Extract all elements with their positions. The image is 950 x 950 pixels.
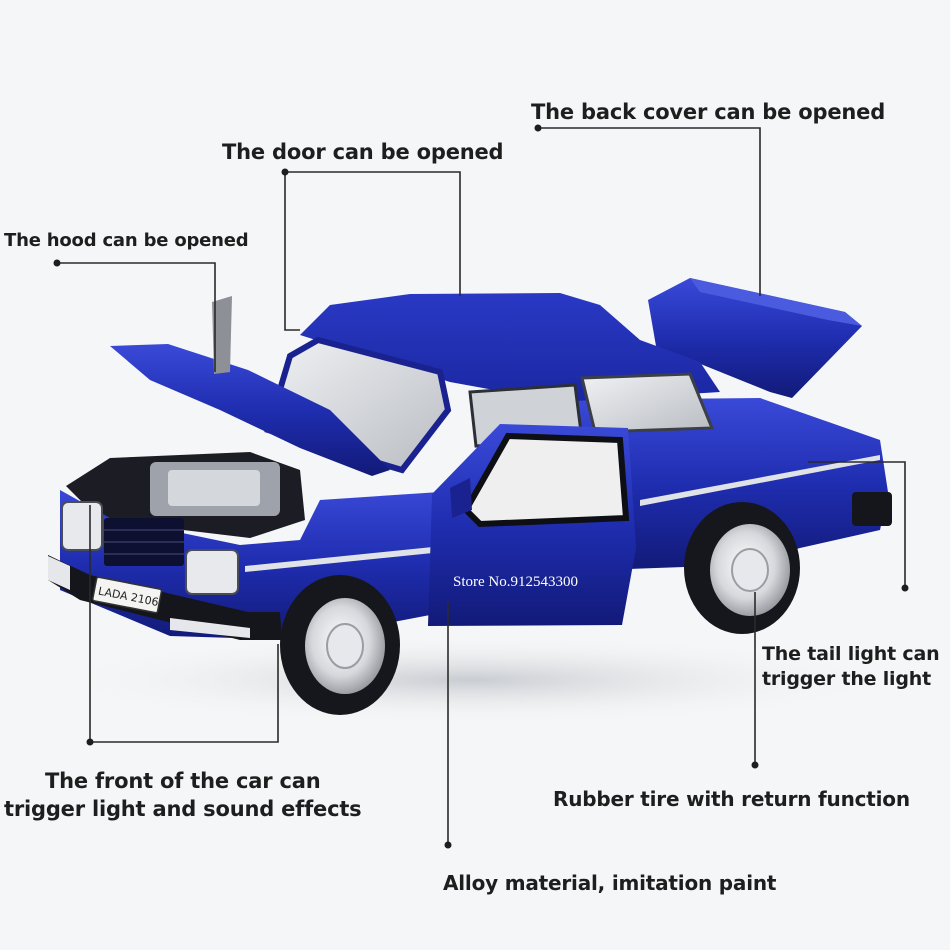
front-bumper [48,555,282,640]
door-label: The door can be opened [222,140,504,164]
callout-dots [53,124,909,849]
tail-light-label-line-2: trigger the light [762,668,931,690]
tire-label: Rubber tire with return function [553,787,910,811]
hood [110,344,390,476]
tail-light-label: The tail light can trigger the light [762,642,940,692]
front-label-line-2: trigger light and sound effects [4,797,362,821]
store-watermark: Store No.912543300 [453,574,578,590]
back-cover-label: The back cover can be opened [531,100,886,124]
license-plate: LADA 2106 [92,576,163,614]
front-wheel [280,575,400,715]
front-label: The front of the car can trigger light a… [4,767,362,823]
headlight-left [61,501,103,551]
rear-window [580,372,715,434]
hood-label: The hood can be opened [4,230,249,251]
tail-light [852,492,892,526]
roof [300,293,720,402]
rear-wheel [684,502,800,634]
alloy-label: Alloy material, imitation paint [443,871,777,895]
tail-light-label-line-1: The tail light can [762,643,940,665]
callout-lines [57,127,906,845]
car-body-rear [560,398,888,570]
ground-shadow [40,635,900,725]
headlight-right [185,549,239,595]
front-label-line-1: The front of the car can [44,769,321,793]
